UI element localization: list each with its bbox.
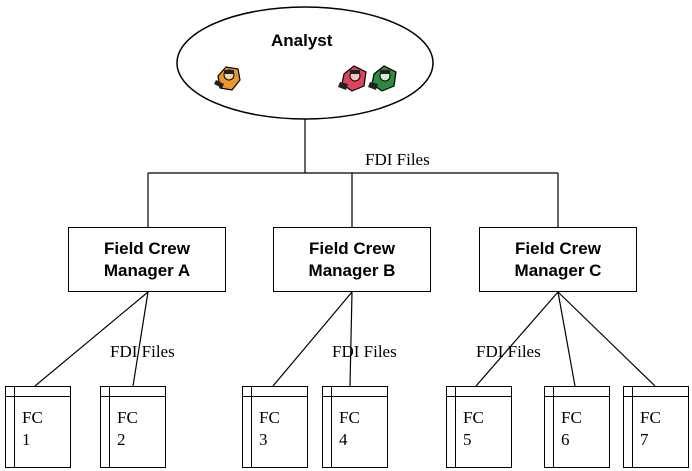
- fc-name: FC: [117, 408, 138, 427]
- manager-a-line1: Field Crew: [104, 238, 190, 258]
- edge-c-fc6: [557, 291, 576, 387]
- field-crew-node-4: FC 4: [322, 386, 388, 468]
- fc-name: FC: [339, 408, 360, 427]
- person-orange-icon: [214, 66, 241, 91]
- person-green-icon: [368, 65, 397, 92]
- fc-margin-rule: [109, 387, 110, 467]
- fc-name: FC: [22, 408, 43, 427]
- fc-header-rule: [243, 387, 307, 397]
- fc-number: 6: [561, 430, 570, 449]
- fc-header-rule: [6, 387, 70, 397]
- manager-b-node: Field Crew Manager B: [273, 227, 431, 292]
- fc-header-rule: [101, 387, 165, 397]
- field-crew-node-3: FC 3: [242, 386, 308, 468]
- fc-margin-rule: [632, 387, 633, 467]
- manager-b-line2: Manager B: [308, 260, 396, 280]
- fc-header-rule: [447, 387, 511, 397]
- fc-name: FC: [259, 408, 280, 427]
- fc-header-rule: [624, 387, 688, 397]
- fc-margin-rule: [553, 387, 554, 467]
- manager-a-line2: Manager A: [103, 260, 191, 280]
- edge-a-fc1: [34, 291, 149, 387]
- edge-b-fc3: [272, 291, 353, 387]
- edge-c-fc7: [557, 291, 656, 387]
- fc-header-rule: [323, 387, 387, 397]
- fc-margin-rule: [14, 387, 15, 467]
- fc-number: 5: [463, 430, 472, 449]
- manager-a-edge-label: FDI Files: [110, 342, 175, 361]
- fc-number: 1: [22, 430, 31, 449]
- manager-b-line1: Field Crew: [309, 238, 395, 258]
- field-crew-node-7: FC 7: [623, 386, 689, 468]
- field-crew-node-2: FC 2: [100, 386, 166, 468]
- manager-c-line1: Field Crew: [515, 238, 601, 258]
- root-edge-label: FDI Files: [365, 150, 430, 169]
- manager-c-line2: Manager C: [514, 260, 602, 280]
- fc-name: FC: [561, 408, 582, 427]
- fc-number: 4: [339, 430, 348, 449]
- manager-c-node: Field Crew Manager C: [479, 227, 637, 292]
- analyst-label: Analyst: [271, 31, 333, 50]
- fc-header-rule: [545, 387, 609, 397]
- fc-margin-rule: [251, 387, 252, 467]
- fc-margin-rule: [455, 387, 456, 467]
- manager-c-edge-label: FDI Files: [476, 342, 541, 361]
- manager-a-node: Field Crew Manager A: [68, 227, 226, 292]
- field-crew-node-1: FC 1: [5, 386, 71, 468]
- manager-b-edge-label: FDI Files: [332, 342, 397, 361]
- edge-a-fc2: [132, 291, 149, 387]
- person-red-icon: [338, 65, 367, 92]
- fc-name: FC: [640, 408, 661, 427]
- fc-number: 3: [259, 430, 268, 449]
- field-crew-node-6: FC 6: [544, 386, 610, 468]
- edge-c-fc5: [475, 291, 559, 387]
- fc-number: 7: [640, 430, 649, 449]
- field-crew-node-5: FC 5: [446, 386, 512, 468]
- edge-b-fc4: [349, 291, 353, 387]
- fc-margin-rule: [331, 387, 332, 467]
- fc-name: FC: [463, 408, 484, 427]
- fc-number: 2: [117, 430, 126, 449]
